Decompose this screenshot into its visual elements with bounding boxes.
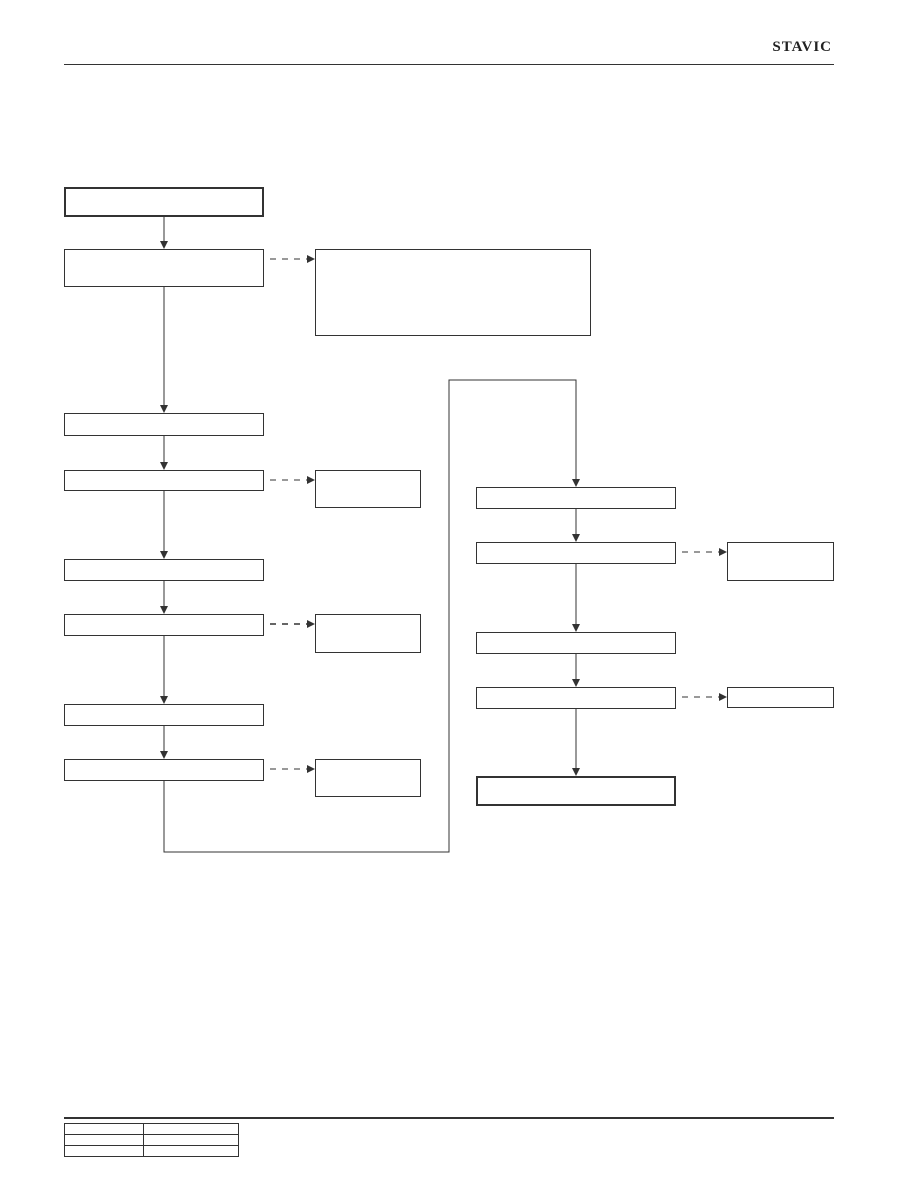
flow-step-box	[476, 487, 676, 509]
footer-rule	[64, 1117, 834, 1119]
flow-start-box	[64, 187, 264, 217]
footer-table-row	[64, 1145, 239, 1157]
connector-loop	[163, 379, 580, 853]
flow-step-box	[64, 614, 264, 636]
flow-result-box	[315, 249, 591, 336]
flow-result-box	[727, 687, 834, 708]
footer-table-row	[64, 1123, 239, 1135]
flow-start-label	[66, 189, 262, 193]
footer-cell	[64, 1134, 144, 1146]
flow-result-box	[315, 470, 421, 508]
footer-cell	[64, 1145, 144, 1157]
flow-step-label	[65, 471, 263, 475]
flow-step-label	[65, 760, 263, 764]
footer-table-row	[64, 1134, 239, 1146]
flow-step-label	[477, 688, 675, 692]
footer-cell	[143, 1134, 239, 1146]
flow-step-label	[65, 560, 263, 564]
flow-step-box	[476, 542, 676, 564]
flow-end-box	[476, 776, 676, 806]
flow-step-box	[64, 704, 264, 726]
flow-step-label	[65, 414, 263, 418]
flow-result-label	[728, 688, 833, 692]
flow-step-box	[64, 759, 264, 781]
footer-cell	[143, 1123, 239, 1135]
flow-step-box	[64, 470, 264, 491]
flow-result-label	[316, 471, 420, 475]
flow-step-box	[64, 413, 264, 436]
flow-step-label	[477, 488, 675, 492]
flow-result-label	[728, 543, 833, 547]
flow-step-label	[477, 543, 675, 547]
flow-result-label	[316, 250, 590, 254]
flow-step-label	[65, 705, 263, 709]
flow-step-box	[476, 632, 676, 654]
flow-step-label	[65, 615, 263, 619]
flow-result-box	[315, 614, 421, 653]
footer-cell	[64, 1123, 144, 1135]
flow-result-box	[727, 542, 834, 581]
flow-step-box	[64, 249, 264, 287]
flow-step-box	[476, 687, 676, 709]
footer-revision-table	[64, 1123, 239, 1157]
flow-result-box	[315, 759, 421, 797]
flow-result-label	[316, 615, 420, 619]
flow-step-label	[477, 633, 675, 637]
brand-logo: STAVIC	[772, 39, 832, 55]
flow-step-box	[64, 559, 264, 581]
header-rule	[64, 64, 834, 65]
flow-step-label	[65, 250, 263, 254]
flow-end-label	[478, 778, 674, 782]
footer-cell	[143, 1145, 239, 1157]
flow-result-label	[316, 760, 420, 764]
